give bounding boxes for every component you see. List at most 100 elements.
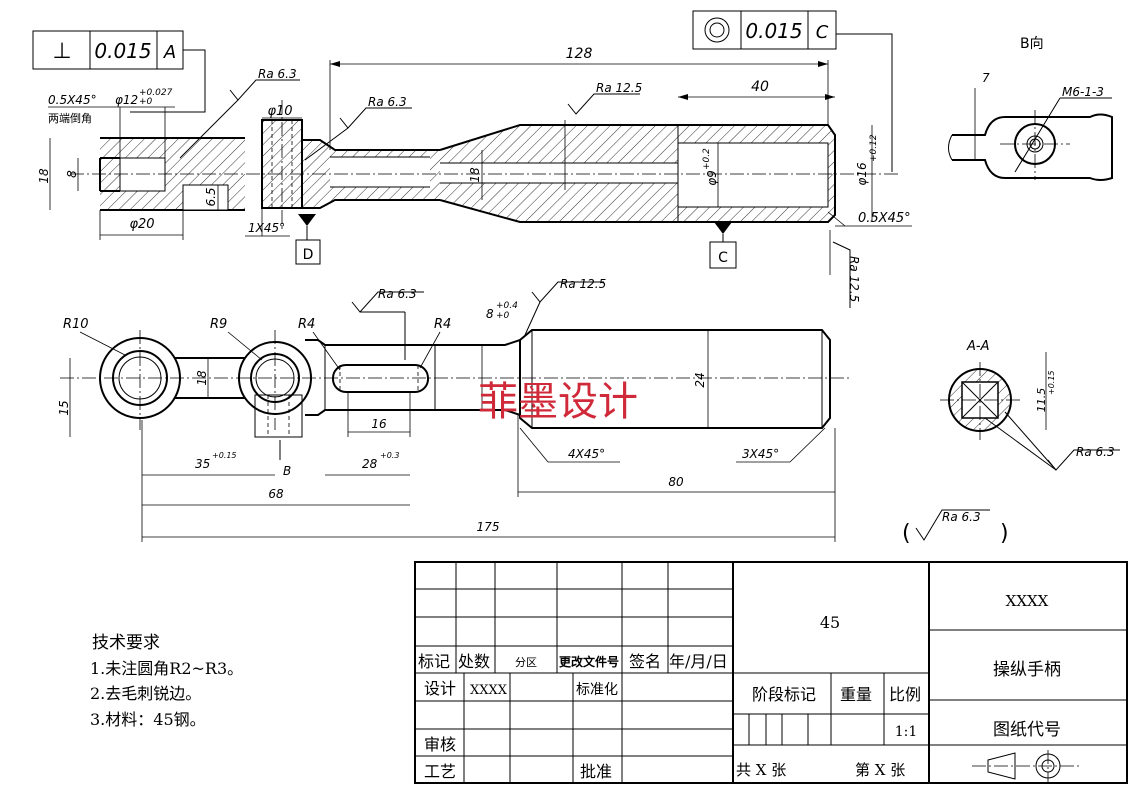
dim-r4-a: R4 <box>298 317 315 332</box>
view-b-label: B向 <box>1020 36 1044 52</box>
roughness-ra125-c: Ra 12.5 <box>560 277 606 291</box>
tb-rev-date: 年/月/日 <box>669 652 728 671</box>
dim-68: 68 <box>268 487 284 501</box>
tb-code: XXXX <box>1006 592 1049 610</box>
dim-phi16: φ16 <box>855 162 869 186</box>
dim-8-tol-lower: +0 <box>496 311 510 321</box>
dim-128: 128 <box>566 46 593 62</box>
dim-40: 40 <box>751 79 769 95</box>
dim-8-tol: 8 <box>486 307 494 321</box>
concentricity-icon <box>704 17 730 43</box>
gdt-datum-ref: A <box>163 42 176 63</box>
tb-rev-sign: 签名 <box>629 652 661 671</box>
datum-d-label: D <box>303 247 314 263</box>
view-aa-label: A-A <box>966 339 989 354</box>
dim-phi10: φ10 <box>267 104 292 119</box>
dim-15: 15 <box>57 400 71 415</box>
section-a-a: A-A 11.5 +0.15 Ra 6.3 <box>940 339 1120 471</box>
tb-rev-doc: 更改文件号 <box>559 654 619 669</box>
tb-design: 设计 <box>424 679 456 698</box>
dim-24: 24 <box>693 372 707 387</box>
gdt-tolerance-value-2: 0.015 <box>745 19 802 43</box>
dim-chamfer-right: 0.5X45° <box>858 211 911 226</box>
roughness-ra125-b: Ra 12.5 <box>847 256 861 302</box>
datum-c-label: C <box>718 250 728 266</box>
dim-8: 8 <box>65 170 79 178</box>
roughness-ra63-c: Ra 6.3 <box>378 287 417 301</box>
dim-35-tol-upper: +0.15 <box>212 451 237 460</box>
datum-d: D <box>295 214 321 265</box>
plan-view <box>60 329 850 438</box>
title-block: 标记 处数 分区 更改文件号 签名 年/月/日 设计 XXXX 标准化 审核 工… <box>414 561 1128 784</box>
dim-16: 16 <box>371 417 387 431</box>
dim-18-plan: 18 <box>195 370 209 386</box>
tb-scale: 1:1 <box>895 724 918 740</box>
gdt-frame-perpendicularity: ⊥ 0.015 A <box>32 30 206 113</box>
view-b-arrow-label: B <box>283 464 291 478</box>
tb-rev-mark: 标记 <box>418 652 450 671</box>
dim-35: 35 <box>195 457 210 471</box>
gdt-frame-concentricity: 0.015 C <box>692 10 893 172</box>
tb-rev-zone: 分区 <box>515 656 537 669</box>
section-view <box>70 100 900 230</box>
tb-check: 审核 <box>424 735 456 754</box>
tb-scale-label: 比例 <box>889 685 921 704</box>
roughness-rest: ( Ra 6.3 ) <box>902 509 1009 546</box>
dim-18-left: 18 <box>37 168 51 184</box>
perpendicularity-symbol: ⊥ <box>52 39 71 64</box>
dim-28-tol-upper: +0.3 <box>380 451 399 460</box>
dim-phi9: φ9 <box>705 170 719 186</box>
tb-material: 45 <box>820 613 840 632</box>
tb-process: 工艺 <box>424 762 456 781</box>
view-b: B向 M6-1-3 7 <box>948 36 1113 181</box>
tech-req-item: 1.未注圆角R2~R3。 <box>90 659 243 678</box>
tb-rev-count: 处数 <box>458 652 490 671</box>
dim-chamfer-ends: 0.5X45° <box>48 93 97 107</box>
dim-11-5-tol-upper: +0.15 <box>1047 370 1056 395</box>
technical-requirements: 技术要求 1.未注圆角R2~R3。 2.去毛刺锐边。 3.材料：45钢。 <box>90 633 243 729</box>
plan-view-dims: R10 R9 R4 R4 15 18 8 +0.4 +0 24 16 35 +0… <box>57 277 836 542</box>
tb-sheet-no: 第 X 张 <box>855 761 905 779</box>
tb-weight: 重量 <box>840 685 872 704</box>
dim-1x45: 1X45° <box>248 221 285 235</box>
paren-close: ) <box>1000 521 1009 546</box>
roughness-ra125-a: Ra 12.5 <box>596 81 642 95</box>
dim-r9: R9 <box>210 317 227 332</box>
tb-approve: 批准 <box>580 762 612 781</box>
tech-req-item: 2.去毛刺锐边。 <box>90 684 201 703</box>
dim-7: 7 <box>982 71 990 85</box>
dim-r4-b: R4 <box>434 317 451 332</box>
dim-phi12: φ12 <box>115 93 138 107</box>
dim-phi12-tol-upper: +0.027 <box>139 88 173 98</box>
tb-total-sheets: 共 X 张 <box>736 761 786 779</box>
dim-6-5: 6.5 <box>204 187 218 206</box>
roughness-ra63-d: Ra 6.3 <box>1076 445 1115 459</box>
tech-req-item: 3.材料：45钢。 <box>90 710 206 729</box>
gdt-datum-ref-2: C <box>816 22 829 43</box>
tb-drawing-no-label: 图纸代号 <box>993 720 1061 740</box>
roughness-ra63-a: Ra 6.3 <box>258 67 297 81</box>
dim-r10: R10 <box>63 317 89 332</box>
datum-c: C <box>709 222 737 269</box>
section-view-dims: 128 40 0.5X45° 两端倒角 φ12 +0.027 +0 18 8 6… <box>37 46 912 240</box>
tb-standard: 标准化 <box>576 682 618 698</box>
dim-thread: M6-1-3 <box>1062 85 1104 99</box>
gdt-tolerance-value: 0.015 <box>94 39 151 63</box>
tb-stage-mark: 阶段标记 <box>752 685 816 704</box>
dim-18-mid: 18 <box>468 167 482 183</box>
roughness-ra63-b: Ra 6.3 <box>368 95 407 109</box>
tech-req-title: 技术要求 <box>92 633 160 653</box>
dim-175: 175 <box>477 520 500 534</box>
dim-phi9-tol-upper: +0.2 <box>702 148 712 170</box>
watermark: 菲墨设计 <box>478 379 638 425</box>
tb-part-name: 操纵手柄 <box>993 660 1061 680</box>
dim-phi12-tol-lower: +0 <box>139 97 153 107</box>
note-both-end-chamfer: 两端倒角 <box>48 112 92 125</box>
dim-8-tol-upper: +0.4 <box>496 301 518 311</box>
dim-phi16-tol-upper: +0.12 <box>869 134 879 162</box>
dim-phi20: φ20 <box>129 217 154 232</box>
paren-open: ( <box>902 521 911 546</box>
dim-80: 80 <box>668 475 684 489</box>
